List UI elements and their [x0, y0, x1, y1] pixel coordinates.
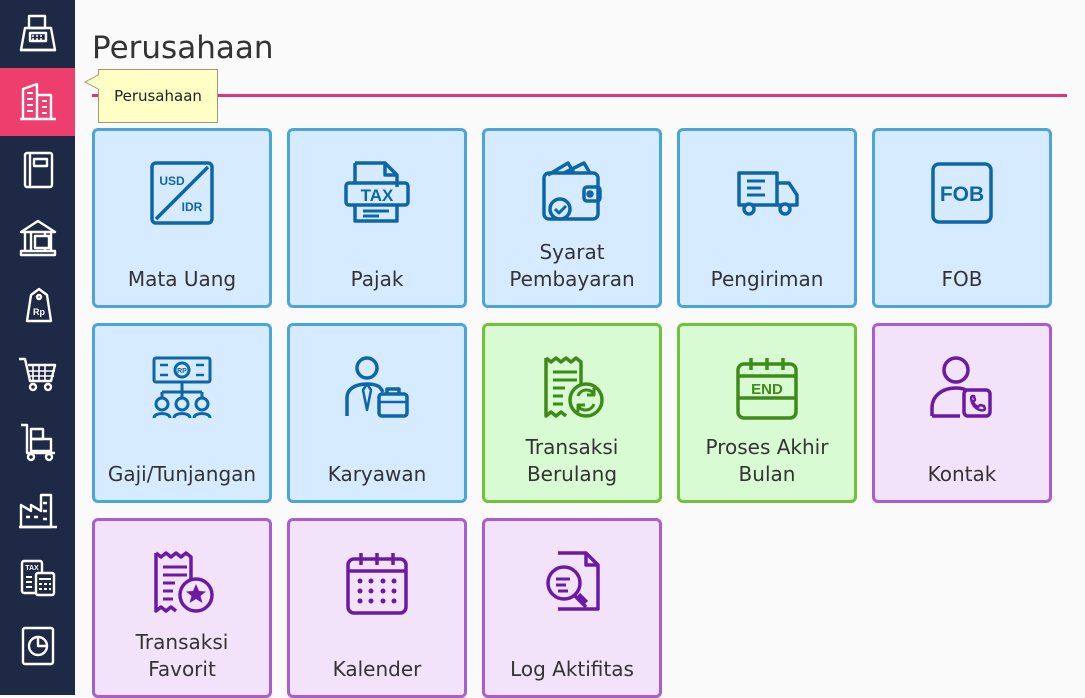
sidebar-item-book[interactable] — [0, 136, 75, 204]
tile-transaksi-berulang[interactable]: Transaksi Berulang — [482, 323, 662, 503]
currency-icon: USD IDR — [150, 161, 214, 225]
usd-text: USD — [159, 174, 185, 188]
building-icon — [19, 82, 56, 121]
tile-label: Proses Akhir Bulan — [705, 435, 829, 486]
sidebar: Rp TAX — [0, 0, 75, 695]
calendar-icon — [346, 553, 408, 615]
recurring-receipt-icon — [544, 356, 604, 418]
page-title: Perusahaan — [92, 30, 274, 66]
tile-transaksi-favorit[interactable]: Transaksi Favorit — [92, 518, 272, 698]
tile-syarat-pembayaran[interactable]: Syarat Pembayaran — [482, 128, 662, 308]
tile-pengiriman[interactable]: Pengiriman — [677, 128, 857, 308]
factory-icon — [18, 493, 57, 529]
tile-fob[interactable]: FOB FOB — [872, 128, 1052, 308]
side-rp-text: Rp — [33, 307, 45, 317]
tile-label: Pajak — [350, 267, 404, 291]
payroll-icon: RP — [152, 356, 212, 419]
tile-kalender[interactable]: Kalender — [287, 518, 467, 698]
title-divider — [92, 94, 1067, 97]
tile-karyawan[interactable]: Karyawan — [287, 323, 467, 503]
tax-text: TAX — [361, 186, 394, 205]
sidebar-item-bank[interactable] — [0, 204, 75, 272]
tile-label: FOB — [941, 267, 983, 291]
price-tag-icon: Rp — [25, 287, 52, 323]
tile-proses-akhir-bulan[interactable]: END Proses Akhir Bulan — [677, 323, 857, 503]
fob-icon: FOB — [931, 162, 993, 224]
sidebar-item-factory[interactable] — [0, 476, 75, 544]
sidebar-item-price-tag[interactable]: Rp — [0, 272, 75, 340]
tile-kontak[interactable]: Kontak — [872, 323, 1052, 503]
bank-icon — [19, 219, 56, 257]
sidebar-item-hand-truck[interactable] — [0, 408, 75, 476]
activity-log-icon — [546, 551, 600, 611]
book-icon — [23, 151, 53, 189]
sidebar-item-report[interactable] — [0, 612, 75, 680]
tile-label: Kalender — [332, 657, 422, 681]
tile-pajak[interactable]: TAX Pajak — [287, 128, 467, 308]
hand-truck-icon — [20, 423, 55, 462]
end-calendar-icon: END — [736, 358, 798, 420]
sidebar-item-tax[interactable]: TAX — [0, 544, 75, 612]
tile-label: Gaji/Tunjangan — [107, 462, 257, 486]
favorite-receipt-icon — [154, 551, 214, 613]
tile-mata-uang[interactable]: USD IDR Mata Uang — [92, 128, 272, 308]
sidebar-item-perusahaan[interactable] — [0, 68, 75, 136]
rp-text: RP — [177, 368, 187, 375]
fax-icon — [19, 14, 56, 52]
cart-icon — [18, 357, 56, 392]
tile-label: Transaksi Favorit — [135, 630, 229, 681]
tile-gaji-tunjangan[interactable]: RP Gaji/Tunjangan — [92, 323, 272, 503]
tax-icon: TAX — [344, 161, 410, 223]
tile-label: Kontak — [927, 462, 997, 486]
pie-report-icon — [21, 626, 54, 666]
tile-label: Mata Uang — [127, 267, 237, 291]
tile-label: Karyawan — [327, 462, 427, 486]
tile-label: Pengiriman — [710, 267, 824, 291]
tile-log-aktifitas[interactable]: Log Aktifitas — [482, 518, 662, 698]
tax-calculator-icon: TAX — [20, 559, 55, 597]
side-tax-text: TAX — [25, 565, 39, 572]
tooltip: Perusahaan — [98, 69, 218, 123]
tile-label: Syarat Pembayaran — [509, 240, 635, 291]
tooltip-arrow-fill — [86, 75, 99, 89]
tile-label: Transaksi Berulang — [525, 435, 619, 486]
idr-text: IDR — [182, 200, 203, 214]
sidebar-item-fax[interactable] — [0, 0, 75, 68]
contact-icon — [930, 356, 992, 418]
sidebar-item-cart[interactable] — [0, 340, 75, 408]
fob-text: FOB — [940, 183, 984, 206]
tile-label: Log Aktifitas — [510, 657, 634, 681]
truck-icon — [737, 171, 799, 216]
employee-icon — [345, 356, 409, 418]
end-text: END — [751, 381, 783, 398]
wallet-icon — [542, 161, 602, 221]
